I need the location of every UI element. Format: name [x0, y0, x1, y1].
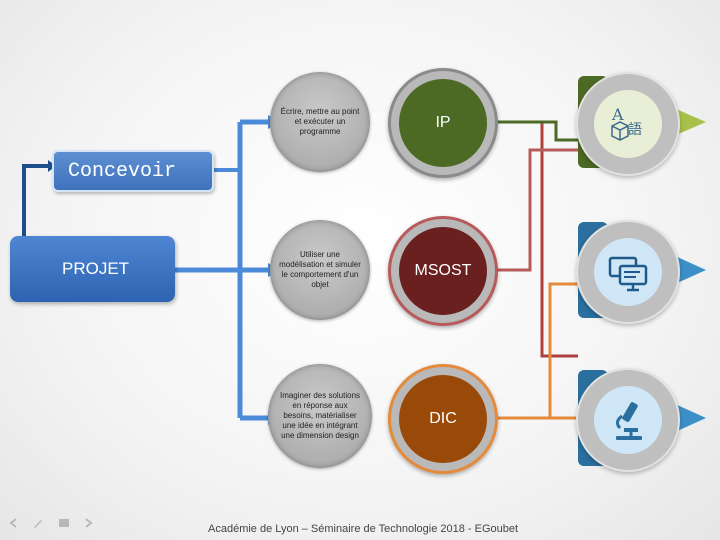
step-circle-design: Imaginer des solutions en réponse aux be… — [268, 364, 372, 468]
skill-dic-inner: DIC — [399, 375, 487, 463]
projet-label: PROJET — [62, 259, 130, 278]
ip-line — [492, 120, 578, 358]
svg-text:A: A — [611, 105, 624, 124]
icon-ring-2 — [576, 220, 680, 324]
computer-screens-icon — [608, 256, 648, 292]
icon-ring-1: A 語 — [576, 72, 680, 176]
step-circle-modeling: Utiliser une modélisation et simuler le … — [270, 220, 370, 320]
projet-to-concevoir-connector — [22, 164, 48, 236]
step-circle-programming: Écrire, mettre au point et exécuter un p… — [270, 72, 370, 172]
svg-text:語: 語 — [628, 122, 642, 138]
menu-icon[interactable] — [58, 517, 70, 529]
msost-line — [492, 148, 578, 272]
language-cube-icon: A 語 — [611, 105, 642, 141]
step-text: Utiliser une modélisation et simuler le … — [279, 250, 361, 289]
skill-label: IP — [435, 114, 451, 131]
skill-msost-inner: MSOST — [399, 227, 487, 315]
skill-label: MSOST — [414, 262, 472, 279]
concevoir-box: Concevoir — [52, 150, 214, 192]
pen-icon[interactable] — [32, 517, 44, 529]
nav-forward-icon[interactable] — [82, 517, 94, 529]
skill-circle-msost: MSOST — [388, 216, 498, 326]
skill-circle-ip: IP — [388, 68, 498, 178]
projet-box: PROJET — [10, 236, 175, 302]
nav-back-icon[interactable] — [8, 517, 20, 529]
ip-green-line — [492, 120, 578, 142]
microscope-icon — [615, 402, 642, 440]
step-text: Écrire, mettre au point et exécuter un p… — [280, 107, 360, 136]
footer-text: Académie de Lyon – Séminaire de Technolo… — [208, 523, 519, 535]
step-text: Imaginer des solutions en réponse aux be… — [279, 391, 361, 440]
skill-label: DIC — [429, 410, 457, 427]
concevoir-label: Concevoir — [68, 159, 177, 183]
skill-circle-dic: DIC — [388, 364, 498, 474]
dic-line — [492, 282, 578, 420]
icon-ring-3 — [576, 368, 680, 472]
skill-ip-inner: IP — [399, 79, 487, 167]
